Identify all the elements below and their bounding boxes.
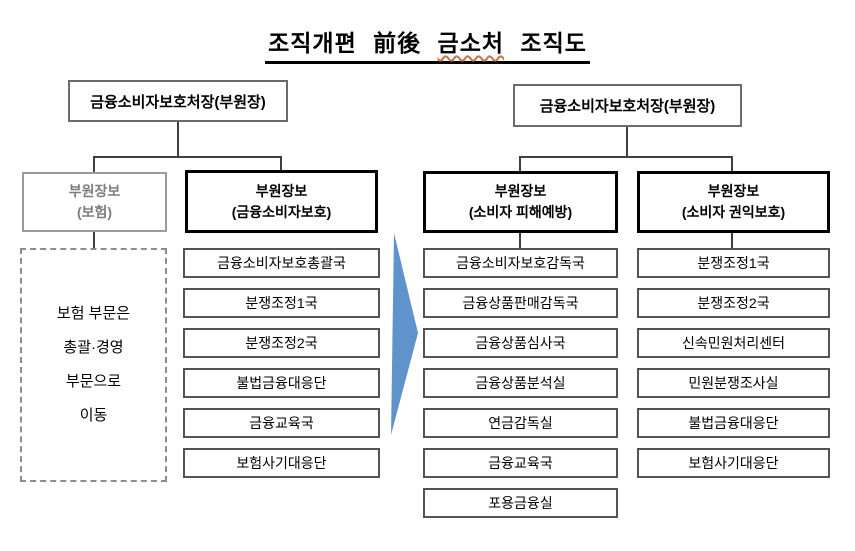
transition-arrow-icon (391, 233, 418, 435)
title-suffix: 조직도 (504, 30, 587, 56)
deputy-subtitle: (소비자 피해예방) (468, 204, 573, 220)
deputy-subtitle: (보험) (76, 204, 113, 220)
before-deputy-consumer-box: 부원장보 (금융소비자보호) (185, 170, 378, 233)
connector-line (731, 232, 733, 248)
before-insurance-note-box: 보험 부문은 총괄·경영 부문으로 이동 (20, 248, 167, 482)
after-col2-dept-box: 민원분쟁조사실 (637, 368, 830, 398)
note-line: 이동 (79, 407, 108, 424)
connector-line (280, 156, 282, 172)
connector-line (177, 122, 179, 158)
deputy-subtitle: (소비자 권익보호) (681, 204, 786, 220)
before-dept-box: 불법금융대응단 (183, 368, 380, 398)
deputy-title: 부원장보 (255, 182, 308, 199)
before-dept-box: 분쟁조정2국 (183, 328, 380, 358)
before-head-box: 금융소비자보호처장(부원장) (68, 80, 288, 122)
connector-line (93, 156, 95, 173)
after-col1-dept-box: 금융교육국 (423, 448, 618, 478)
after-col2-dept-box: 분쟁조정1국 (637, 248, 830, 278)
before-dept-box: 금융교육국 (183, 408, 380, 438)
title-highlight-spellcheck: 금소처 (437, 30, 505, 56)
deputy-subtitle: (금융소비자보호) (231, 203, 332, 220)
deputy-title: 부원장보 (707, 183, 760, 199)
note-line: 보험 부문은 (56, 305, 131, 322)
after-col2-dept-box: 보험사기대응단 (637, 448, 830, 478)
before-dept-box: 분쟁조정1국 (183, 288, 380, 318)
page-title: 조직개편 前後 금소처 조직도 (0, 24, 855, 64)
transition-arrow-shape (391, 233, 418, 435)
connector-line (93, 156, 282, 158)
after-col1-dept-box: 금융상품판매감독국 (423, 288, 618, 318)
after-col1-dept-box: 금융상품심사국 (423, 328, 618, 358)
page-title-text: 조직개편 前後 금소처 조직도 (265, 24, 590, 64)
connector-line (93, 231, 95, 248)
before-deputy-insurance-box: 부원장보 (보험) (22, 172, 167, 232)
after-col1-dept-box: 금융상품분석실 (423, 368, 618, 398)
deputy-title: 부원장보 (494, 183, 547, 199)
after-col2-dept-box: 신속민원처리센터 (637, 328, 830, 358)
after-col1-dept-box: 포용금융실 (423, 488, 618, 518)
connector-line (519, 156, 733, 158)
connector-line (626, 127, 628, 158)
note-line: 부문으로 (65, 373, 122, 390)
connector-line (519, 232, 521, 248)
note-line: 총괄·경영 (63, 339, 124, 356)
title-prefix: 조직개편 前後 (268, 30, 438, 56)
before-dept-box: 금융소비자보호총괄국 (183, 248, 380, 278)
after-deputy-prevention-box: 부원장보 (소비자 피해예방) (423, 171, 618, 233)
after-col2-dept-box: 불법금융대응단 (637, 408, 830, 438)
after-head-box: 금융소비자보호처장(부원장) (513, 84, 742, 127)
connector-line (731, 156, 733, 172)
after-deputy-rights-box: 부원장보 (소비자 권익보호) (637, 171, 830, 233)
after-col2-dept-box: 분쟁조정2국 (637, 288, 830, 318)
connector-line (519, 156, 521, 172)
after-col1-dept-box: 연금감독실 (423, 408, 618, 438)
deputy-title: 부원장보 (68, 183, 121, 199)
before-dept-box: 보험사기대응단 (183, 448, 380, 478)
after-col1-dept-box: 금융소비자보호감독국 (423, 248, 618, 278)
